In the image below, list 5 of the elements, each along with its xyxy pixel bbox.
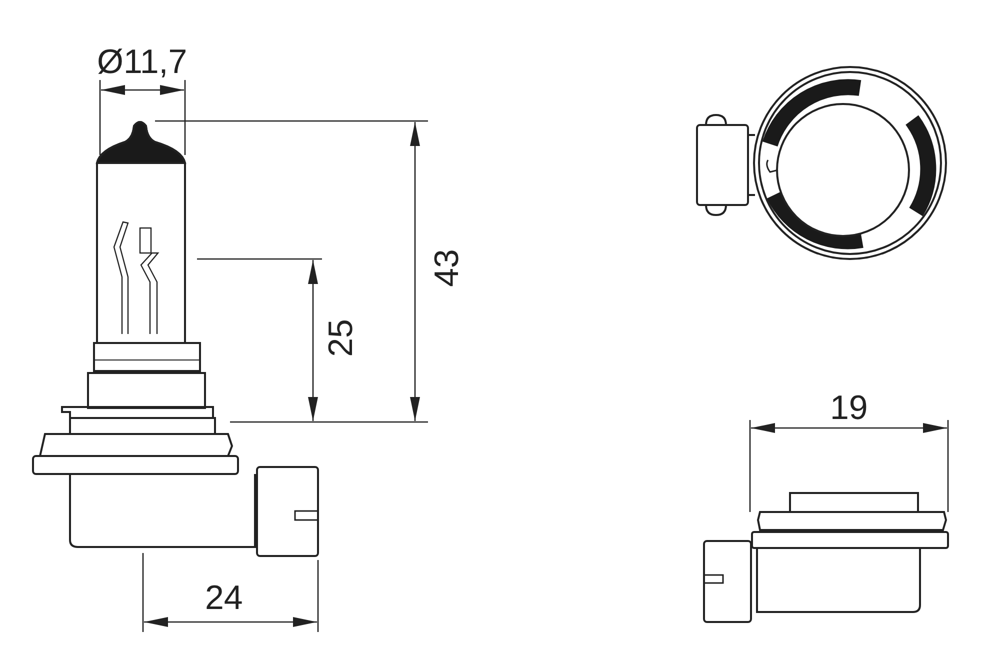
dimension-value: 25 (324, 319, 358, 357)
dimension-value: 19 (830, 391, 868, 425)
dimension-value: 24 (205, 581, 243, 615)
dimension-value: 43 (430, 249, 464, 287)
dimension-value: Ø11,7 (97, 45, 188, 79)
